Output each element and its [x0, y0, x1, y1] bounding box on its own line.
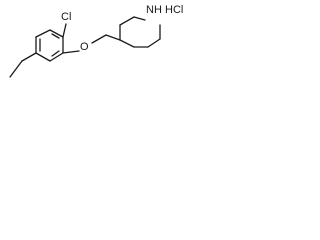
ring-double-bond: [51, 50, 60, 57]
structure-diagram: Cl O NH HCl: [9, 4, 183, 78]
c-cl-bond: [62, 23, 67, 38]
ring-bond: [133, 16, 146, 21]
ethyl-bond-1: [21, 52, 37, 62]
ring-double-bond: [51, 33, 60, 39]
ring-bond: [49, 52, 64, 62]
ring-bond: [119, 16, 135, 26]
chlorine-label: Cl: [61, 11, 71, 23]
salt-label: HCl: [165, 4, 183, 16]
ring-bond: [35, 52, 51, 62]
ring-bond: [49, 29, 64, 38]
ring-bond: [119, 39, 135, 48]
c-o-bond: [62, 50, 80, 54]
ch2-ch2-bond: [105, 34, 121, 41]
oxygen-label: O: [80, 41, 89, 53]
ring-bond: [147, 38, 161, 48]
benzene-ring: [35, 29, 64, 62]
ring-bond: [35, 29, 51, 38]
o-ch2-bond: [91, 34, 107, 44]
ethyl-bond-2: [9, 60, 23, 78]
amine-label: NH: [146, 4, 162, 16]
piperidine-ring: [119, 16, 161, 48]
